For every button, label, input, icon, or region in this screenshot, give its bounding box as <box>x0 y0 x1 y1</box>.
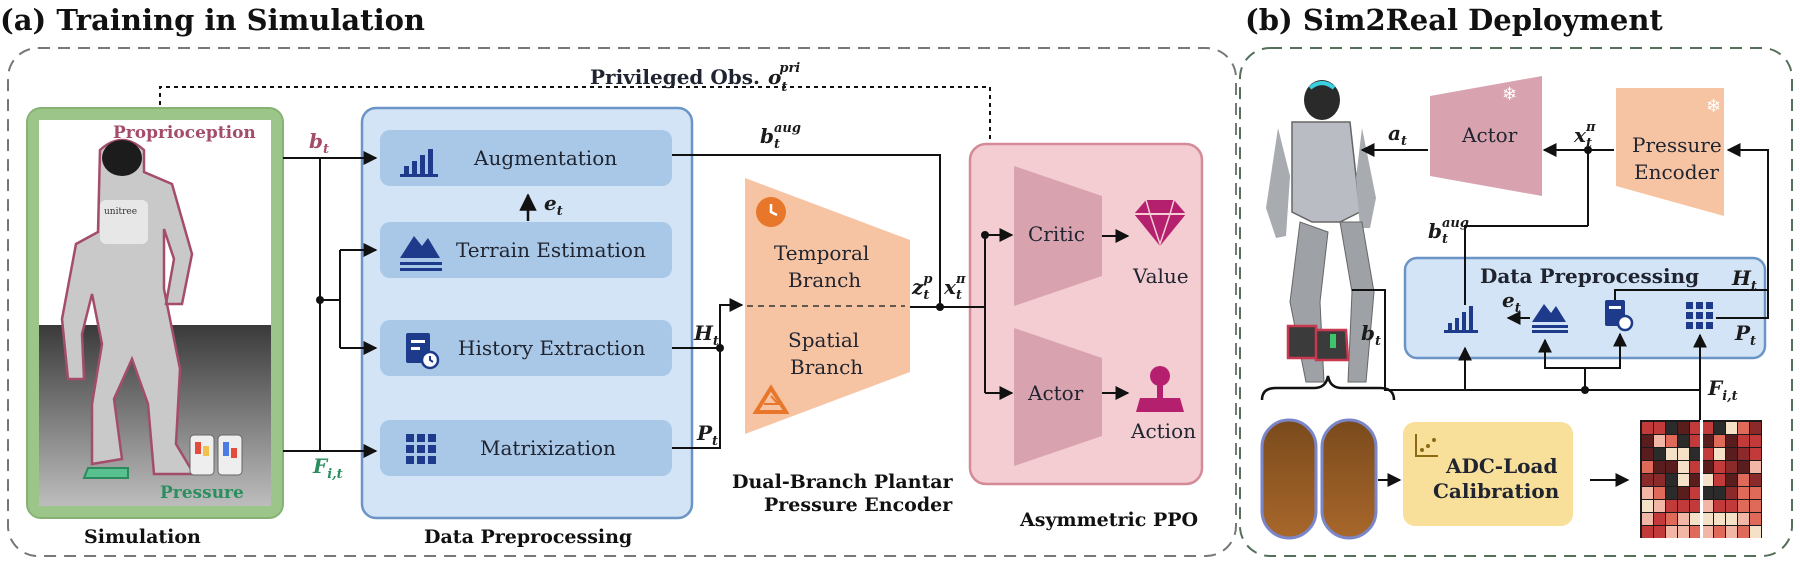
at-label: at <box>1388 121 1407 149</box>
encoder-frozen-icon: ❄ <box>1706 96 1721 117</box>
pressure-label: Pressure <box>160 483 244 503</box>
history-block <box>380 320 672 376</box>
ppo-box: Critic Actor Value Action <box>968 142 1204 486</box>
value-label: Value <box>1132 264 1189 288</box>
calibration-box: ADC-Load Calibration <box>1403 422 1573 526</box>
deploy-bars-icon <box>1444 306 1478 333</box>
deploy-fit-label: Fi,t <box>1707 376 1738 404</box>
temporal-label-1: Temporal <box>774 241 869 265</box>
et-label: et <box>544 191 563 219</box>
history-label: History Extraction <box>458 336 645 360</box>
bt-label: bt <box>309 129 329 157</box>
xpi-label: xtπ <box>943 272 966 303</box>
deploy-actor-trapezoid <box>1430 76 1542 196</box>
deploy-encoder-label-2: Encoder <box>1634 160 1719 184</box>
action-joystick-icon <box>1136 366 1184 412</box>
actor-label: Actor <box>1027 381 1084 405</box>
actor-frozen-icon: ❄ <box>1502 84 1517 105</box>
encoder-block: Temporal Branch Spatial Branch <box>745 178 910 434</box>
action-label: Action <box>1130 419 1196 443</box>
temporal-label-2: Branch <box>788 268 861 292</box>
preprocessing-box: Augmentation Terrain Estimation History … <box>360 106 694 520</box>
mountain-icon <box>400 236 442 271</box>
spatial-label-2: Branch <box>790 355 863 379</box>
encoder-caption-1: Dual-Branch Plantar <box>732 471 954 493</box>
deploy-et-label: et <box>1502 288 1521 316</box>
panel-b-title: (b) Sim2Real Deployment <box>1245 3 1663 37</box>
deploy-baug-label: btaug <box>1428 216 1469 247</box>
encoder-caption-2: Pressure Encoder <box>764 494 953 516</box>
deploy-grid-icon <box>1686 302 1713 329</box>
deploy-top-wiring <box>1360 143 1769 280</box>
ppo-caption: Asymmetric PPO <box>1019 509 1198 531</box>
panel-a-title: (a) Training in Simulation <box>0 3 425 37</box>
augmentation-label: Augmentation <box>473 146 617 170</box>
real-robot-image <box>1266 80 1376 383</box>
history-icon <box>406 333 440 370</box>
calibration-label-1: ADC-Load <box>1445 454 1557 478</box>
baug-label: btaug <box>760 121 801 152</box>
proprioception-label: Proprioception <box>113 123 256 143</box>
preprocessing-caption: Data Preprocessing <box>424 526 632 548</box>
deploy-bottom-wiring <box>1352 289 1707 487</box>
deploy-x-label: xtπ <box>1573 120 1596 151</box>
terrain-block <box>380 222 672 278</box>
augmentation-block <box>380 130 672 186</box>
spatial-icon <box>752 384 790 414</box>
deploy-mountain-icon <box>1532 304 1568 333</box>
privileged-label: Privileged Obs.otpri <box>590 61 800 95</box>
insoles-image <box>1260 418 1378 540</box>
deploy-ht-label: Ht <box>1731 266 1757 294</box>
deploy-encoder-block <box>1616 88 1724 216</box>
matrix-block <box>380 420 672 476</box>
ht-label: Ht <box>693 321 719 349</box>
baug-wire <box>1464 225 1588 305</box>
deploy-pt-label: Pt <box>1734 321 1756 349</box>
critic-label: Critic <box>1028 222 1085 246</box>
deploy-preprocessing-box: Data Preprocessing et Ht Pt <box>1403 256 1769 360</box>
zp-label: ztp <box>911 272 932 303</box>
pt-label: Pt <box>696 421 718 449</box>
panel-a-frame <box>7 47 1237 557</box>
bars-icon <box>400 149 438 177</box>
sim-robot-image: unitree <box>60 138 243 479</box>
fit-label: Fi,t <box>312 454 343 482</box>
value-gem-icon <box>1134 199 1186 247</box>
encoder-to-ppo-wiring <box>910 228 1130 400</box>
simulation-caption: Simulation <box>84 526 201 548</box>
deploy-history-icon <box>1605 300 1634 332</box>
input-wiring <box>283 151 378 458</box>
deploy-preprocessing-label: Data Preprocessing <box>1480 264 1699 288</box>
svg-text:unitree: unitree <box>104 207 137 217</box>
calibration-label-2: Calibration <box>1433 479 1560 503</box>
foot-brace <box>1260 375 1396 401</box>
panel-b-frame <box>1239 47 1793 557</box>
deploy-actor-label: Actor <box>1461 123 1518 147</box>
terrain-label: Terrain Estimation <box>456 238 646 262</box>
grid-icon <box>406 434 436 464</box>
pre-to-encoder-wiring <box>672 154 941 449</box>
simulation-box: unitree Proprioception Pressure <box>26 107 284 519</box>
calibration-chart-icon <box>1415 434 1438 457</box>
actor-trapezoid <box>1014 328 1102 466</box>
critic-trapezoid <box>1014 166 1102 306</box>
pressure-heatmap-image <box>1640 420 1762 538</box>
matrix-label: Matrixization <box>480 436 616 460</box>
spatial-label-1: Spatial <box>788 328 859 352</box>
deploy-encoder-label-1: Pressure <box>1632 133 1722 157</box>
deploy-bt-label: bt <box>1361 321 1381 349</box>
